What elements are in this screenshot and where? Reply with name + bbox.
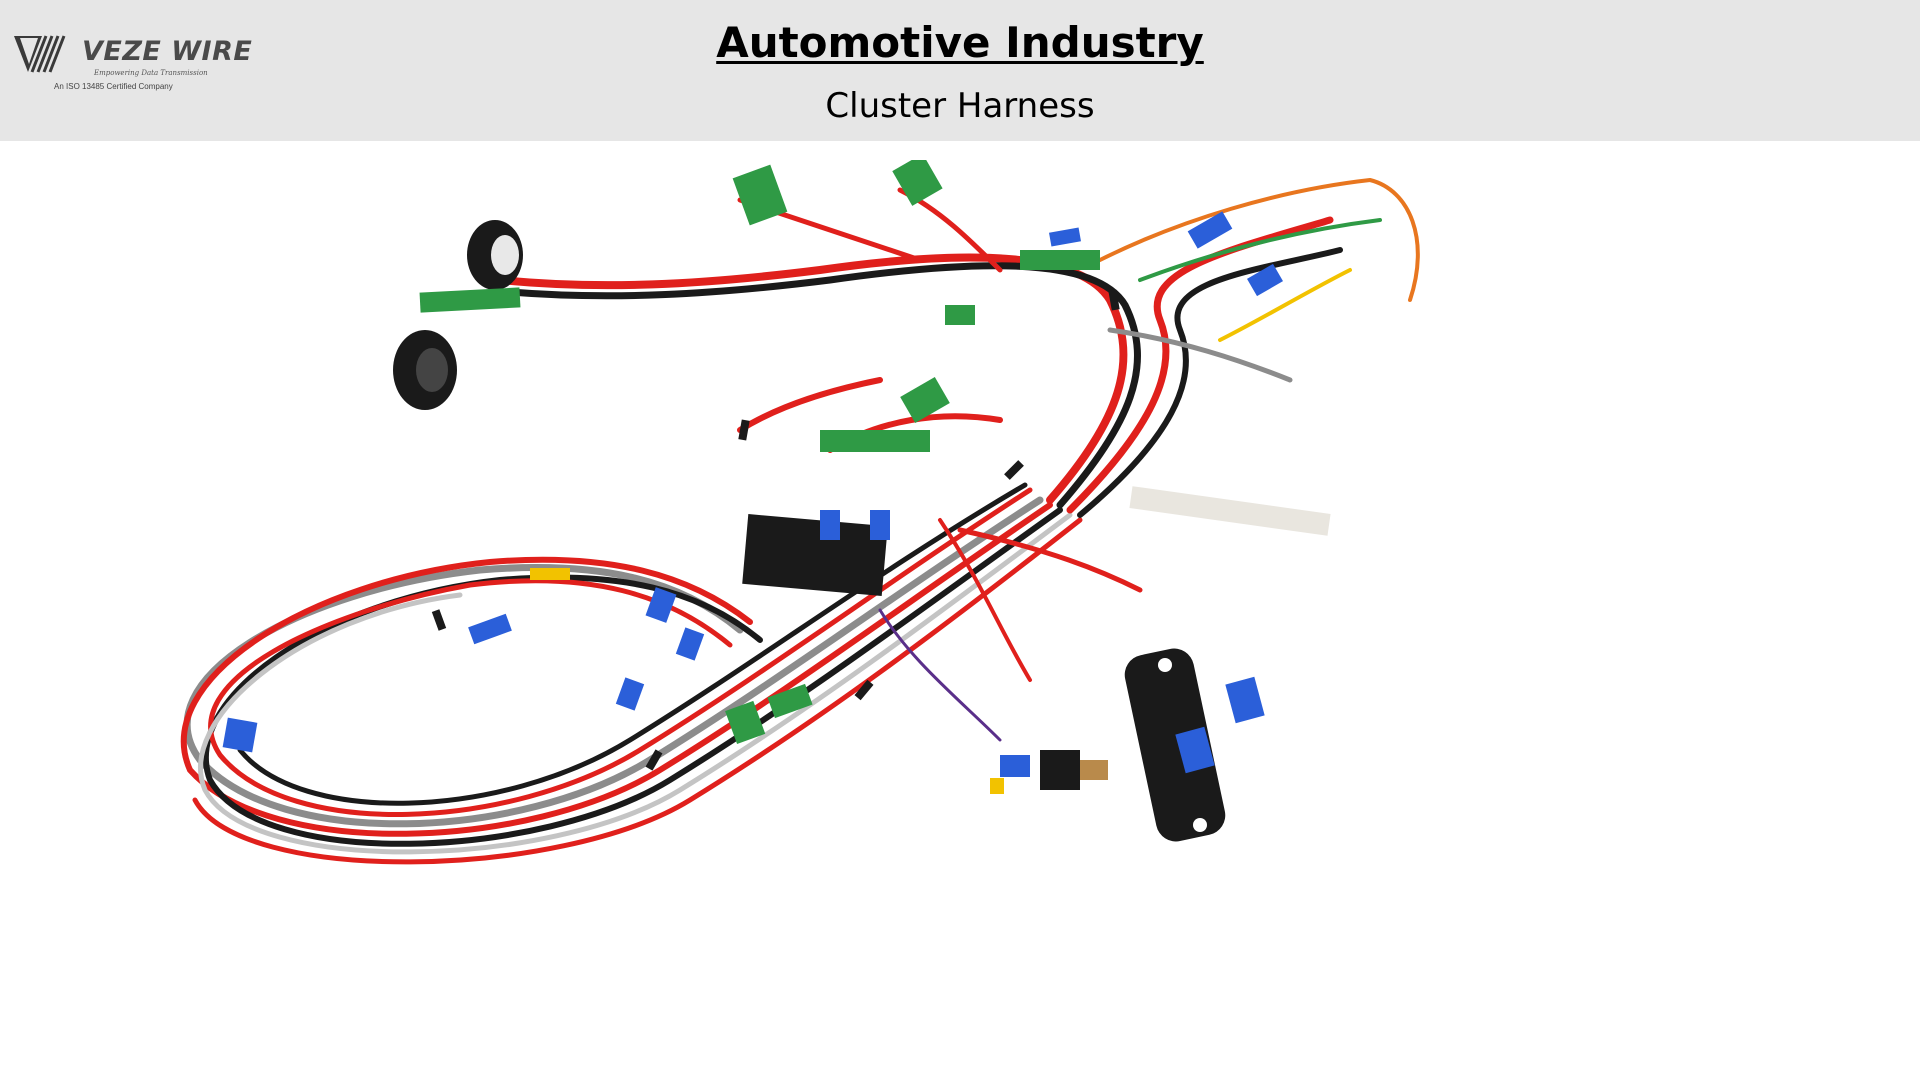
slide-header: VEZE WIRE Empowering Data Transmission A… [0, 0, 1920, 141]
slide-subtitle: Cluster Harness [825, 86, 1095, 126]
veze-logo-mark-icon [14, 35, 66, 73]
slide-title-text: Automotive Industry [716, 18, 1204, 67]
logo-name: VEZE WIRE [82, 36, 253, 67]
company-logo: VEZE WIRE Empowering Data Transmission A… [12, 32, 252, 98]
logo-certification: An ISO 13485 Certified Company [54, 82, 173, 91]
wire-harness-photo [180, 153, 1660, 1000]
slide-title: Automotive Industry [0, 18, 1920, 67]
logo-tagline: Empowering Data Transmission [94, 69, 208, 77]
wire-harness-illustration [180, 153, 1420, 865]
